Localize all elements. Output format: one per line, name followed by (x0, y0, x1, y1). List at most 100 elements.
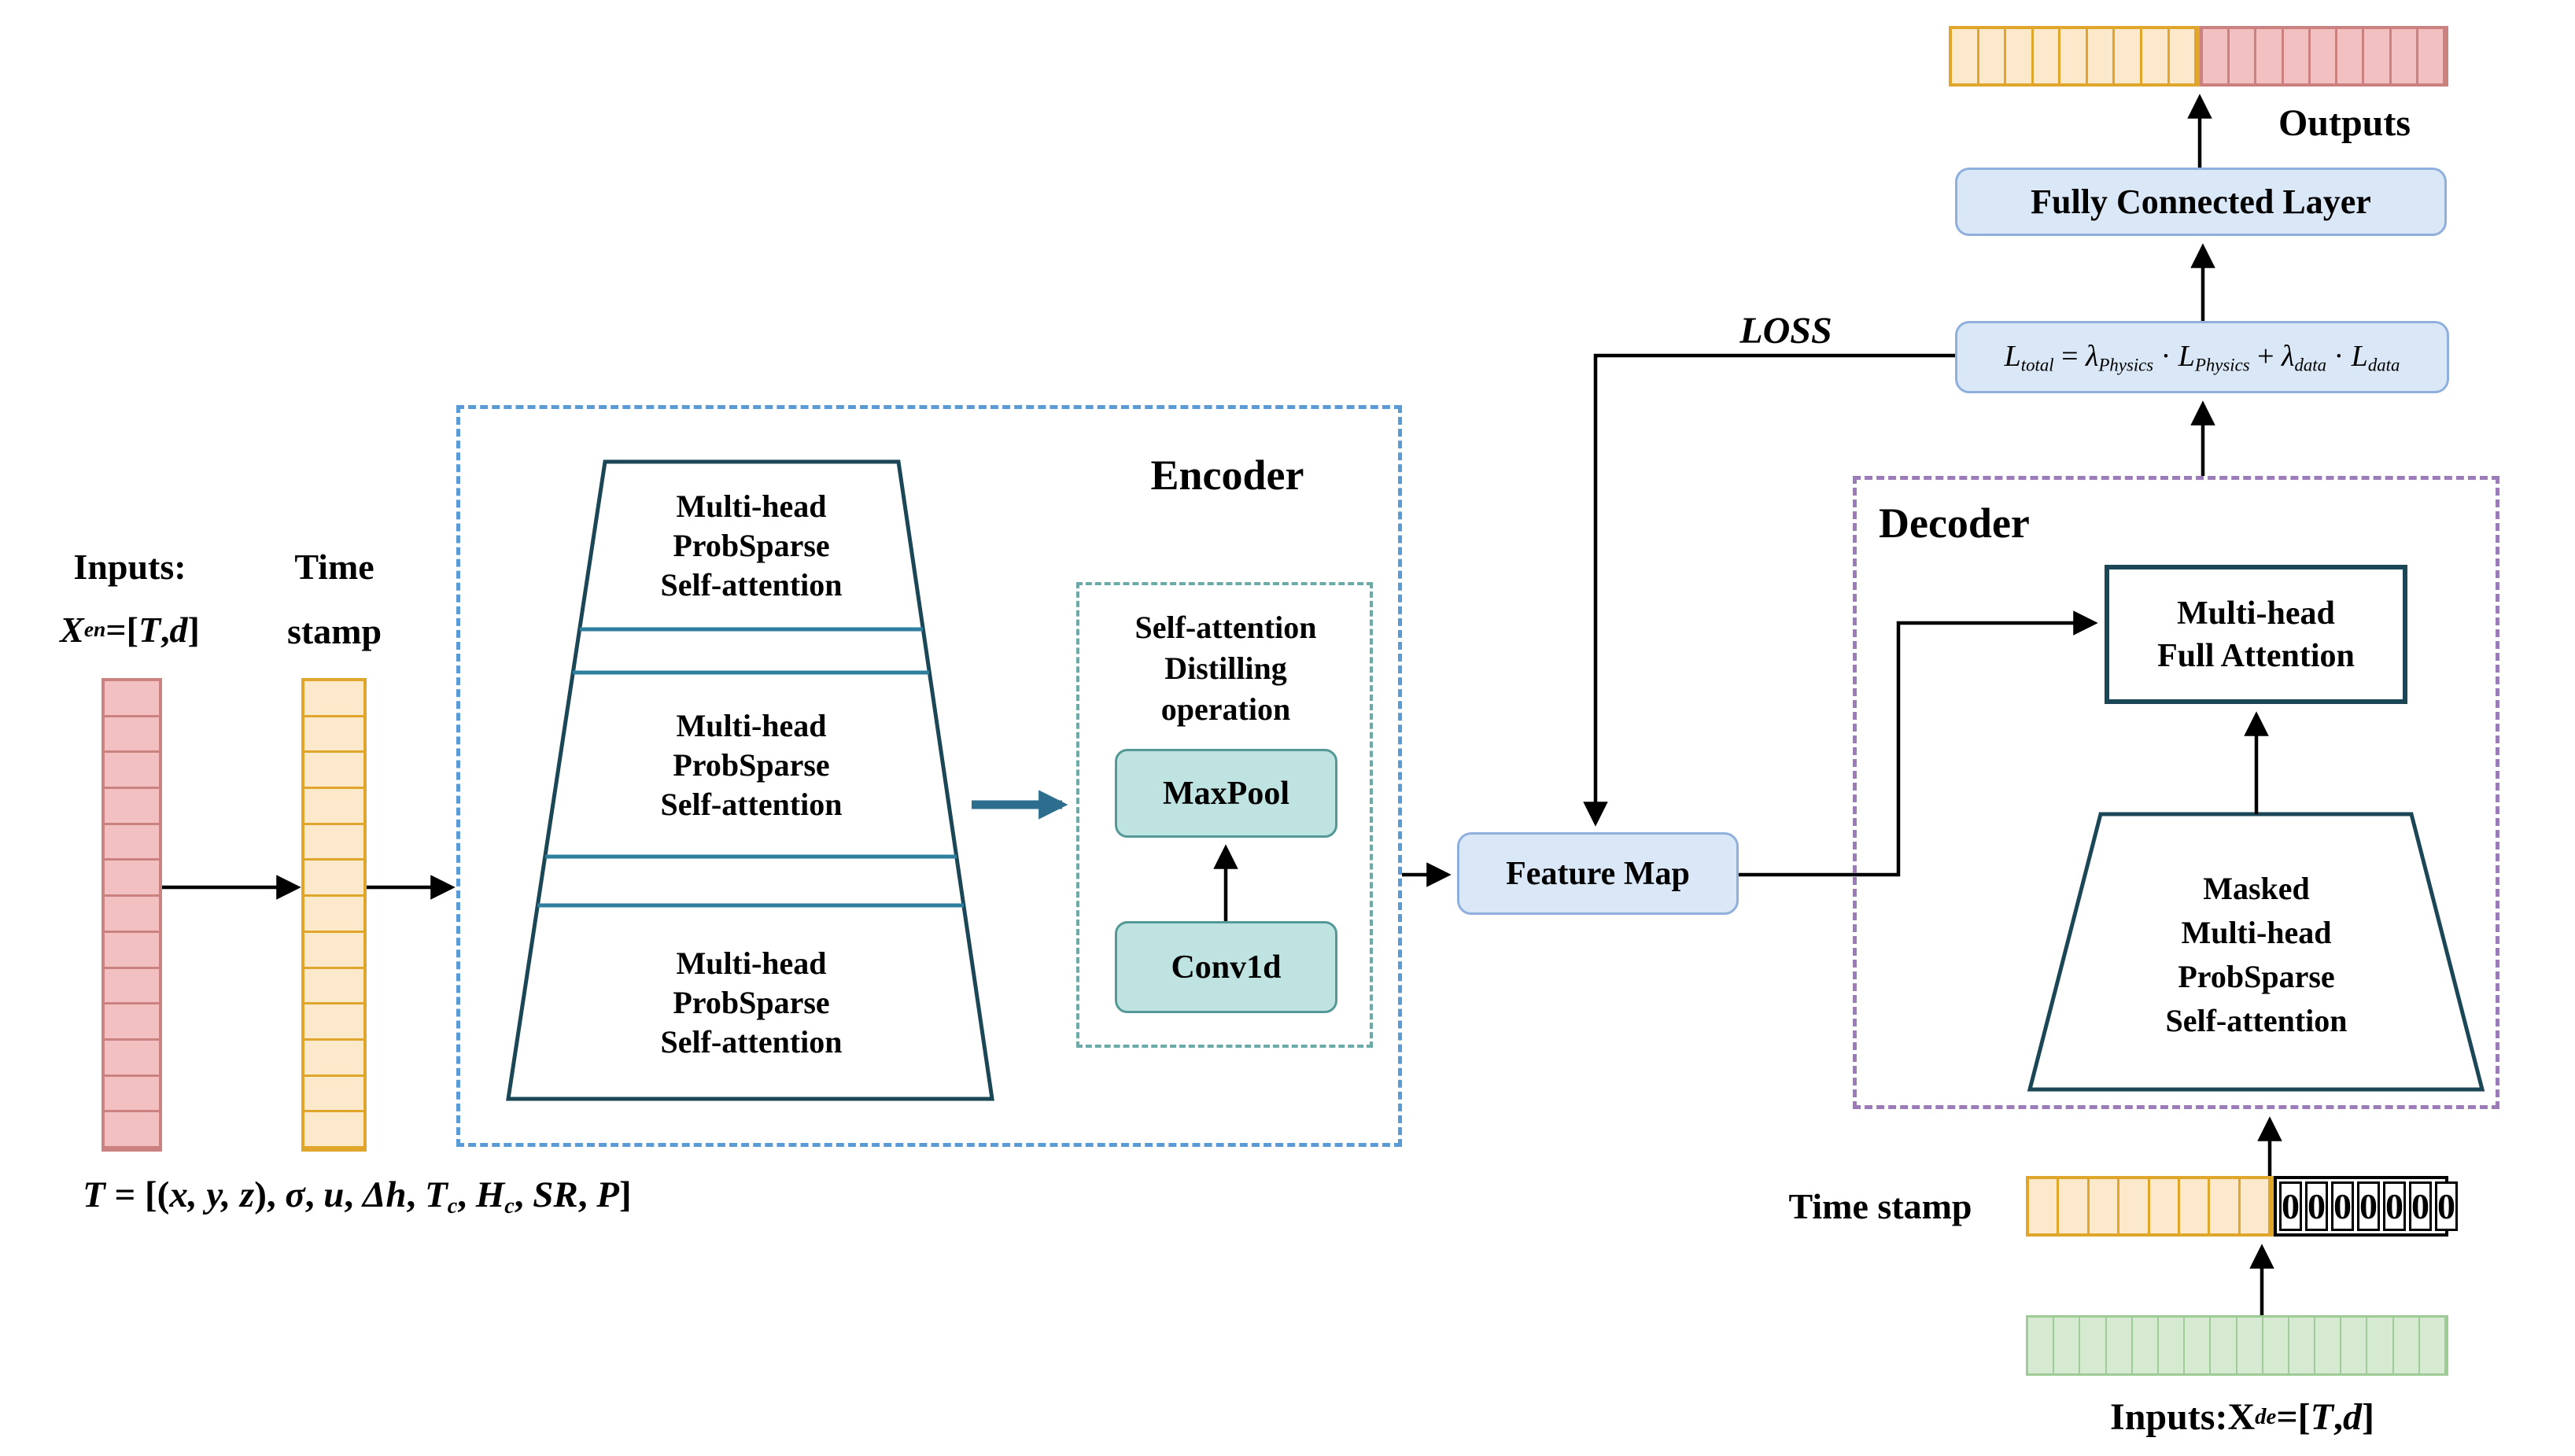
formula-token: , (304, 1174, 324, 1215)
formula-token: c (504, 1193, 515, 1218)
formula-token: , (514, 1174, 533, 1215)
bar-cell (2367, 1318, 2394, 1373)
bar-cell (2185, 1318, 2212, 1373)
label-line: Multi-head (2181, 915, 2332, 950)
decoder-input-bar (2026, 1315, 2448, 1376)
bar-cell (2418, 29, 2445, 83)
formula-token: = (2053, 339, 2086, 373)
bar-cell (105, 1004, 159, 1041)
label-line: ProbSparse (673, 528, 830, 563)
formula-token: ] (187, 609, 200, 650)
bar-cell (2284, 29, 2311, 83)
formula-token: + (2249, 339, 2282, 373)
formula-token: X (60, 609, 84, 650)
formula-token: ] (2361, 1395, 2374, 1438)
bar-cell (2133, 1318, 2159, 1373)
formula-token: , (2333, 1395, 2343, 1438)
formula-token: L (2351, 339, 2368, 373)
formula-token: , (577, 1174, 597, 1215)
bar-cell (2059, 1179, 2090, 1233)
formula-token: de (2255, 1403, 2277, 1429)
conv1d-box: Conv1d (1115, 921, 1337, 1013)
bar-cell (2088, 29, 2116, 83)
bar-cell (105, 753, 159, 790)
formula-token: Physics (2098, 355, 2154, 375)
formula-token: , (160, 609, 170, 650)
feature-map-box: Feature Map (1457, 832, 1739, 915)
bar-cell (105, 681, 159, 717)
distilling-region (1076, 582, 1373, 1048)
bar-cell (2210, 1179, 2241, 1233)
formula-token: total (2020, 355, 2054, 375)
encoder-inputs-title: Inputs: (73, 546, 186, 587)
label-line: Masked (2203, 871, 2310, 906)
bar-cell (2256, 29, 2284, 83)
formula-token: P (596, 1174, 620, 1215)
formula-token: · (2153, 339, 2178, 373)
label-line: Self-attention (660, 567, 843, 603)
bar-cell (105, 825, 159, 861)
label-line: ProbSparse (2178, 959, 2335, 994)
bar-cell (2203, 29, 2230, 83)
decoder-timestamp-bar (2026, 1176, 2274, 1237)
bar-cell (2034, 29, 2061, 83)
label-line: Full Attention (2157, 637, 2355, 674)
formula-token: H (475, 1174, 505, 1215)
bar-cell (105, 717, 159, 754)
formula-token: en (83, 617, 106, 641)
bar-cell (2119, 1179, 2150, 1233)
wire-featuremap-to-full-attention (1739, 610, 2098, 877)
formula-token: T (83, 1174, 105, 1215)
fully-connected-box: Fully Connected Layer (1955, 168, 2447, 236)
bar-cell (2159, 1318, 2186, 1373)
formula-token: data (2294, 355, 2327, 375)
bar-cell (2237, 1318, 2263, 1373)
bar-cell (304, 681, 363, 717)
bar-cell (2107, 1318, 2133, 1373)
zero-cell: 0 (2331, 1181, 2354, 1231)
zero-cell: 0 (2383, 1181, 2406, 1231)
bar-cell (1979, 29, 2007, 83)
zero-cell: 0 (2435, 1181, 2458, 1231)
bar-cell (2006, 29, 2034, 83)
bar-cell (1952, 29, 1979, 83)
output-pred-bar (2200, 26, 2448, 87)
bar-cell (2289, 1318, 2316, 1373)
bar-cell (304, 861, 363, 898)
formula-token: =[ (2276, 1395, 2311, 1438)
label-line: Self-attention (660, 787, 843, 822)
label-line: Multi-head (676, 488, 827, 524)
formula-token: λ (2282, 339, 2295, 373)
label-line: Self-attention (2165, 1003, 2348, 1038)
bar-cell (304, 753, 363, 790)
label-line: operation (1160, 691, 1291, 727)
bar-cell (304, 897, 363, 933)
label-line: Self-attention (1134, 610, 1317, 645)
bar-cell (105, 933, 159, 969)
formula-token: , (457, 1174, 476, 1215)
zero-cell: 0 (2357, 1181, 2380, 1231)
formula-token: T (138, 609, 161, 650)
bar-cell (2028, 1318, 2055, 1373)
label-line: ProbSparse (673, 985, 830, 1020)
formula-token: data (2367, 355, 2400, 375)
bar-cell (105, 789, 159, 825)
maxpool-box: MaxPool (1115, 749, 1337, 838)
formula-token: Inputs: (2110, 1395, 2228, 1438)
decoder-masked-trapezoid (2027, 812, 2485, 1092)
bar-cell (2311, 29, 2338, 83)
bar-cell (2170, 29, 2197, 83)
bar-cell (2142, 29, 2170, 83)
formula-token: σ (285, 1174, 305, 1215)
formula-token: Physics (2194, 355, 2250, 375)
